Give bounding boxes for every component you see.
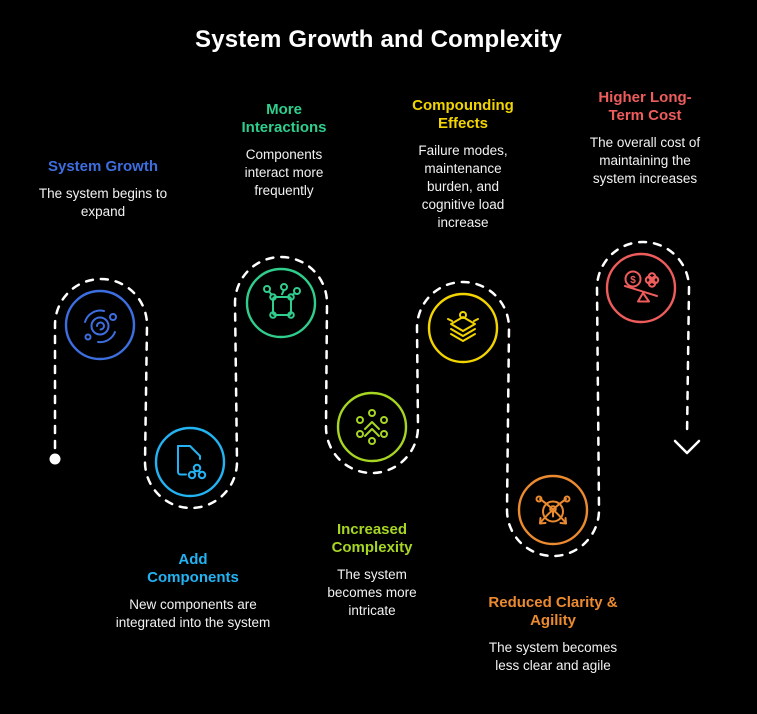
step-add-components: Add Components New components are integr… [113, 551, 273, 632]
node-increased-complexity [336, 391, 408, 463]
step-description: The overall cost of maintaining the syst… [589, 135, 701, 186]
orbit-growth-icon [84, 309, 117, 344]
node-add-components [154, 426, 226, 498]
page-title: System Growth and Complexity [194, 26, 562, 53]
step-description: The system begins to expand [38, 186, 168, 219]
step-description: The system becomes more intricate [327, 567, 417, 618]
route-start-dot [49, 453, 61, 465]
step-label: Higher Long-Term Cost [598, 89, 692, 124]
step-description: New components are integrated into the s… [115, 597, 271, 630]
dashed-route-path [53, 240, 691, 558]
dollar-glyph: $ [630, 275, 636, 286]
node-higher-cost: $ [605, 252, 677, 324]
step-label: Reduced Clarity & Agility [488, 594, 618, 629]
step-system-growth: System Growth The system begins to expan… [33, 158, 173, 221]
stacked-layers-icon [447, 311, 479, 342]
step-compounding-effects: Compounding Effects Failure modes, maint… [406, 97, 521, 232]
step-description: The system becomes less clear and agile [488, 640, 618, 673]
node-compounding-effects [427, 292, 499, 364]
step-label: Increased Complexity [331, 521, 413, 556]
step-increased-complexity: Increased Complexity The system becomes … [316, 521, 428, 620]
node-reduced-clarity [517, 474, 589, 546]
step-description: Components interact more frequently [244, 147, 324, 198]
node-system-growth [64, 289, 136, 361]
step-higher-cost: Higher Long-Term Cost The overall cost o… [589, 89, 701, 188]
step-reduced-clarity: Reduced Clarity & Agility The system bec… [481, 594, 626, 675]
document-cluster-icon [177, 445, 207, 480]
connected-nodes-icon [263, 283, 301, 319]
tangled-arrows-lock-icon [535, 495, 571, 525]
node-more-interactions [245, 267, 317, 339]
step-label: System Growth [47, 158, 159, 175]
step-label: Add Components [147, 551, 239, 586]
step-more-interactions: More Interactions Components interact mo… [228, 101, 340, 200]
step-label: More Interactions [241, 101, 327, 136]
step-description: Failure modes, maintenance burden, and c… [418, 143, 508, 230]
step-label: Compounding Effects [412, 97, 514, 132]
cost-balance-icon: $ [624, 270, 660, 303]
node-ring-chevrons-icon [356, 409, 388, 445]
route-end-arrow-icon [673, 439, 701, 455]
